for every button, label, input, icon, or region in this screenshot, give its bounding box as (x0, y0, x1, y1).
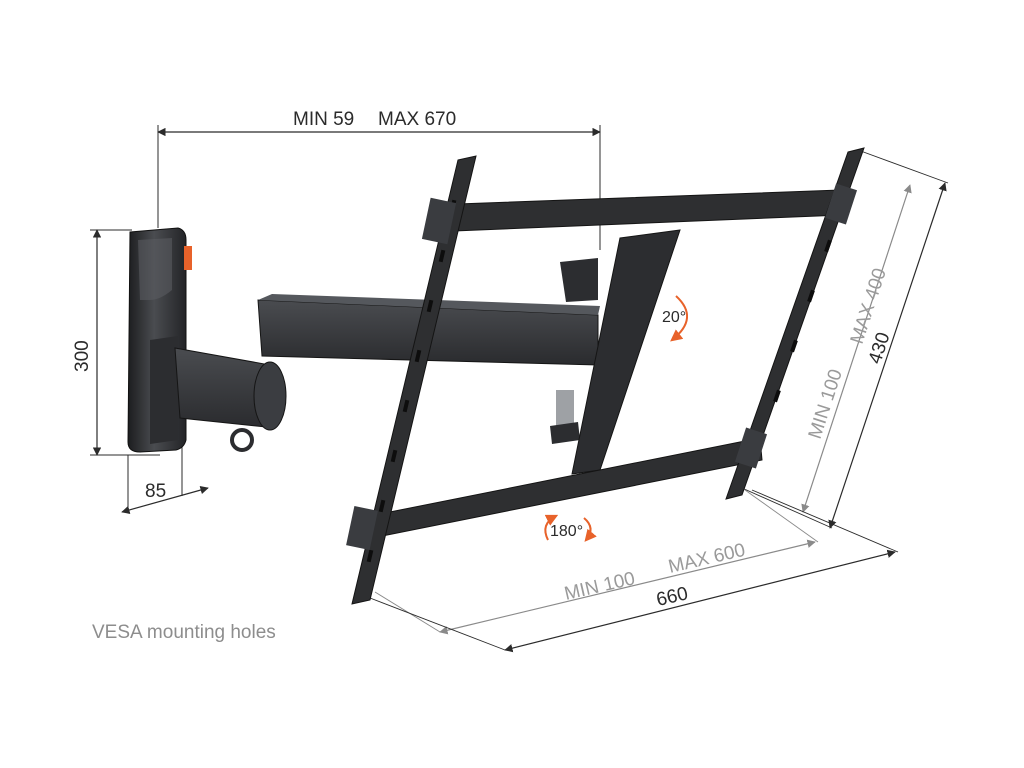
swivel-arm-short (150, 336, 287, 452)
vesa-caption: VESA mounting holes (92, 622, 276, 643)
vesa-frame (346, 147, 865, 605)
cable-clip-icon (230, 428, 254, 452)
vesa-vertical-total-dimension: 430 (741, 149, 949, 529)
vesa-horizontal-total-label: 660 (654, 583, 690, 611)
vesa-horizontal-max-label: MAX 600 (666, 540, 747, 578)
arm-extension-dimension: MIN 59 MAX 670 (157, 109, 601, 250)
swivel-angle-label: 180° (550, 523, 583, 540)
swivel-indicator: 180° (544, 514, 597, 542)
vesa-horizontal-min-label: MIN 100 (562, 568, 637, 605)
orange-release-tab (184, 246, 192, 270)
arm-extension-max-label: MAX 670 (378, 109, 456, 130)
tilt-indicator: 20° (662, 295, 688, 342)
arm-extension-min-label: MIN 59 (293, 109, 354, 130)
wall-plate-depth-dimension: 85 (121, 445, 209, 515)
wall-plate-depth-label: 85 (145, 481, 166, 502)
vesa-rail-right (725, 147, 865, 500)
vesa-rail-left (351, 155, 477, 605)
vesa-vertical-min-label: MIN 100 (805, 367, 847, 442)
tilt-head (550, 229, 681, 475)
wall-plate-height-dimension: 300 (72, 229, 160, 456)
wall-plate-height-label: 300 (72, 340, 93, 372)
tilt-angle-label: 20° (662, 309, 686, 326)
